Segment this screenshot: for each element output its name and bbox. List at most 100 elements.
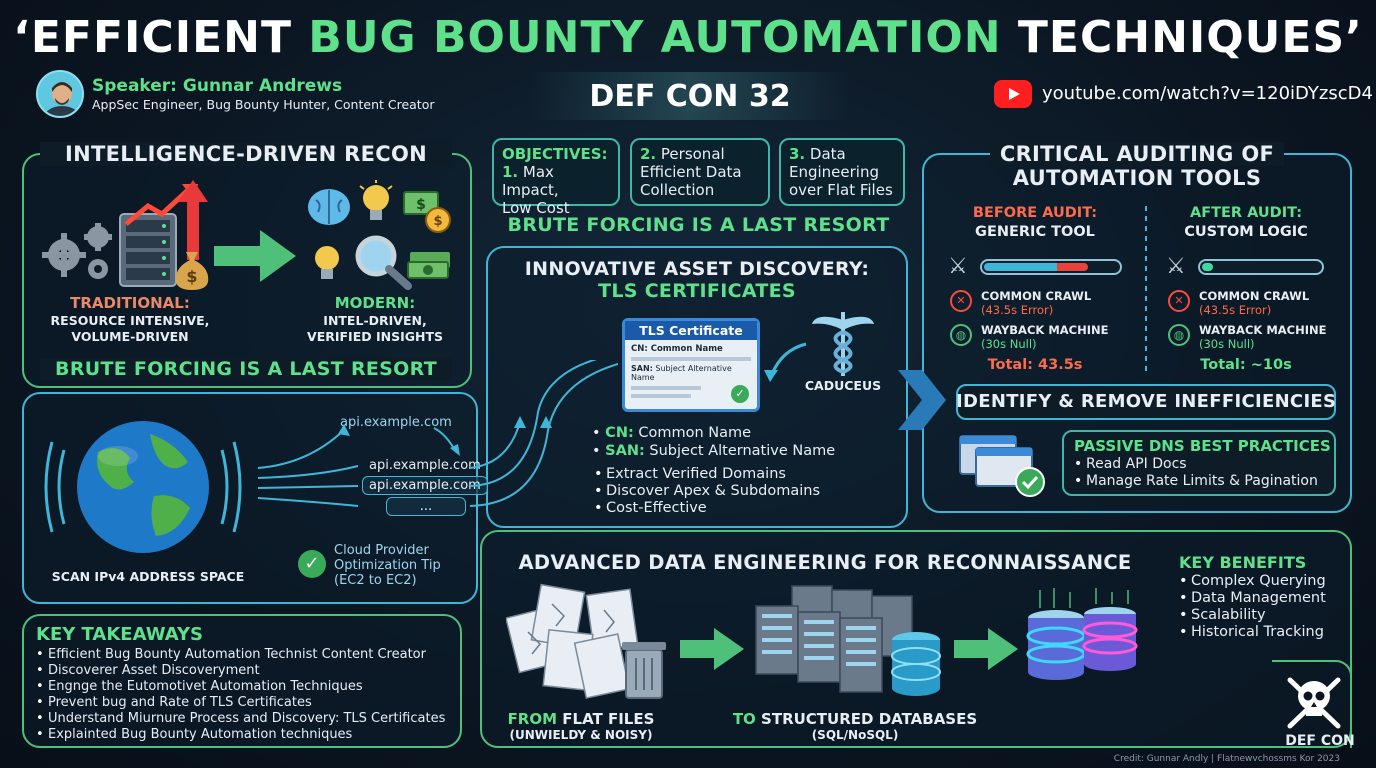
benefits-title: KEY BENEFITS [1179, 553, 1307, 572]
traditional-desc-2: VOLUME-DRIVEN [71, 329, 189, 344]
domain-top: api.example.com [340, 415, 452, 430]
benefit-item: Historical Tracking [1179, 624, 1326, 641]
tip-line-1: Cloud Provider [334, 543, 429, 558]
youtube-link[interactable]: youtube.com/watch?v=120iDYzscD4 [1042, 83, 1373, 104]
cc-after-label: COMMON CRAWL [1199, 289, 1310, 303]
objective-3-text-b: Engineering [789, 163, 879, 181]
takeaway-item: Engnge the Eutomotivet Automation Techni… [36, 679, 445, 695]
tip-check-icon: ✓ [298, 550, 326, 578]
defcon-logo-box [1272, 660, 1352, 748]
takeaways-title: KEY TAKEAWAYS [36, 624, 203, 645]
benefits-list: Complex Querying Data Management Scalabi… [1179, 573, 1326, 641]
objective-2-text-b: Efficient Data [640, 163, 742, 181]
objective-3-num: 3. [789, 145, 806, 163]
tip-line-2: Optimization Tip [334, 558, 441, 573]
objective-1-chip: OBJECTIVES: 1. Max Impact, Low Cost [492, 138, 620, 217]
cert-san-label: SAN: [631, 364, 653, 373]
cert-line [631, 394, 691, 398]
cn-def-text: Common Name [633, 425, 752, 441]
lightbulb-small-icon [315, 246, 339, 279]
san-definition: • SAN: Subject Alternative Name [592, 443, 836, 459]
gears-icon [42, 223, 112, 279]
event-name: DEF CON 32 [589, 79, 791, 114]
cert-line [631, 357, 751, 361]
after-total: Total: ~10s [1200, 357, 1292, 373]
data-flow-arrow-icon [680, 628, 744, 670]
takeaway-item: Understand Miurnure Process and Discover… [36, 711, 445, 727]
objective-3-text-a: Data [805, 145, 846, 163]
benefit-item: Data Management [1179, 590, 1326, 607]
wb-before-note: (30s Null) [981, 337, 1037, 351]
objectives-footer: BRUTE FORCING IS A LAST RESORT [507, 214, 890, 236]
cert-cn: CN: Common Name [631, 344, 723, 354]
modern-desc-2: VERIFIED INSIGHTS [307, 329, 443, 344]
from-text: FLAT FILES [557, 710, 655, 728]
money-bag-icon: $ [175, 252, 209, 290]
cc-before: COMMON CRAWL (43.5s Error) [981, 289, 1091, 317]
cert-san: Subject Alternative Name [631, 364, 732, 382]
objective-3-line: 3. Data [789, 145, 895, 163]
takeaway-item: Discoverer Asset Discoveryment [36, 663, 445, 679]
domain-pill: ... [386, 497, 466, 516]
data-flow-arrow-icon [954, 628, 1018, 670]
cert-title: TLS Certificate [625, 321, 757, 340]
objective-1-num: 1. [502, 163, 519, 181]
crossed-swords-icon: ⚔ [1166, 254, 1186, 279]
cn-def-label: CN: [605, 425, 634, 441]
avatar [36, 70, 84, 118]
audit-title-2: AUTOMATION TOOLS [1012, 166, 1262, 190]
discovery-bullet: Extract Verified Domains [594, 466, 820, 483]
speaker-portrait-icon [38, 72, 82, 116]
after-audit-sub: CUSTOM LOGIC [1184, 224, 1308, 240]
cc-before-note: (43.5s Error) [981, 303, 1054, 317]
youtube-icon [994, 80, 1032, 108]
cash-coin-icon: $ $ [403, 191, 451, 233]
to-label: TO STRUCTURED DATABASES [730, 710, 980, 728]
discovery-title-1: INNOVATIVE ASSET DISCOVERY: [524, 258, 870, 280]
title-part-3: TECHNIQUES [1001, 12, 1346, 63]
cert-check-icon: ✓ [731, 385, 749, 403]
from-word: FROM [507, 710, 558, 728]
san-def-text: Subject Alternative Name [644, 443, 836, 459]
objectives-label: OBJECTIVES: [502, 145, 608, 163]
dns-bullets: Read API Docs Manage Rate Limits & Pagin… [1074, 456, 1318, 490]
after-progress-fill [1202, 263, 1213, 271]
www-error-icon: ✕ [950, 290, 972, 312]
modern-label: MODERN: [334, 294, 416, 312]
wb-after-label: WAYBACK MACHINE [1199, 323, 1327, 337]
cloud-tip: Cloud Provider Optimization Tip (EC2 to … [334, 543, 441, 588]
scan-flow-arrows-icon [257, 360, 618, 507]
skull-crossbones-icon [1287, 677, 1341, 729]
domain-pill: api.example.com [369, 458, 481, 473]
tip-line-3: (EC2 to EC2) [334, 573, 417, 588]
objective-2-chip: 2. Personal Efficient Data Collection [630, 138, 770, 206]
objective-2-text-c: Collection [640, 181, 715, 199]
lightbulb-icon [359, 180, 393, 220]
server-cluster-icon [755, 585, 941, 696]
objective-1-text-b: Low Cost [502, 199, 570, 217]
wb-after: WAYBACK MACHINE (30s Null) [1199, 323, 1326, 351]
before-audit-sub: GENERIC TOOL [975, 224, 1095, 240]
server-rack-icon [119, 213, 177, 287]
discovery-bullet: Cost-Effective [594, 500, 820, 517]
objective-3-text-c: over Flat Files [789, 181, 893, 199]
magnifier-icon [355, 235, 412, 290]
after-progress-bar [1198, 259, 1324, 275]
discovery-title-2: TLS CERTIFICATES [598, 280, 796, 302]
globe-icon [44, 421, 242, 553]
to-sub: (SQL/NoSQL) [811, 728, 899, 742]
takeaway-item: Efficient Bug Bounty Automation Technist… [36, 647, 445, 663]
cn-definition: • CN: Common Name [592, 425, 752, 441]
benefit-item: Complex Querying [1179, 573, 1326, 590]
red-arrow-up-icon [178, 180, 208, 260]
tls-certificate-card: TLS Certificate CN: Common Name SAN: Sub… [622, 318, 760, 412]
scan-label: SCAN IPv4 ADDRESS SPACE [51, 569, 245, 584]
svg-text:$: $ [433, 214, 442, 229]
from-label: FROM FLAT FILES [506, 710, 656, 728]
after-audit-label: AFTER AUDIT: [1189, 205, 1302, 221]
cc-after: COMMON CRAWL (43.5s Error) [1199, 289, 1309, 317]
takeaway-item: Prevent bug and Rate of TLS Certificates [36, 695, 445, 711]
globe-small-icon: ◍ [1168, 324, 1190, 346]
san-def-label: SAN: [605, 443, 645, 459]
credit-text: Credit: Gunnar Andly | Flatnewvchossms K… [1113, 754, 1340, 764]
